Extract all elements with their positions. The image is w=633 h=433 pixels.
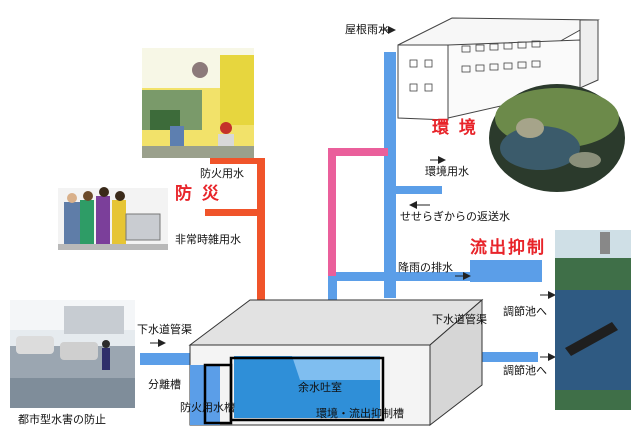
photo-stream — [489, 84, 625, 192]
category-runoff-control: 流出抑制 — [470, 238, 546, 258]
label-env-tank: 環境・流出抑制槽 — [316, 407, 404, 420]
label-to-pond-2: 調節池へ — [503, 364, 547, 377]
label-roof-rainwater: 屋根雨水 — [345, 23, 389, 36]
label-fire-water: 防火用水 — [200, 167, 244, 180]
photo-urban-flood — [10, 300, 135, 408]
photo-emergency-drill — [58, 187, 168, 250]
label-separation-tank: 分離槽 — [148, 378, 181, 391]
environment-pipe — [328, 148, 388, 276]
label-rain-drain: 降雨の排水 — [398, 261, 453, 274]
label-fire-tank: 防火用水槽 — [180, 401, 235, 414]
label-sewer-pipe-left: 下水道管渠 — [137, 323, 192, 336]
category-environment: 環 境 — [432, 118, 478, 138]
label-urban-flood: 都市型水害の防止 — [18, 413, 106, 426]
label-overflow-room: 余水吐室 — [298, 381, 342, 394]
label-sewer-pipe-right: 下水道管渠 — [432, 313, 487, 326]
photo-firefighting — [142, 48, 254, 158]
category-disaster-prevention: 防 災 — [175, 184, 221, 204]
flow-arrows — [150, 26, 556, 361]
building-illustration — [397, 17, 600, 121]
label-environment-water: 環境用水 — [425, 165, 469, 178]
storage-tank — [188, 298, 484, 427]
photo-retention-pond — [555, 230, 631, 410]
label-to-pond-1: 調節池へ — [503, 305, 547, 318]
label-emergency-water: 非常時雑用水 — [175, 233, 241, 246]
label-stream-return: せせらぎからの返送水 — [400, 210, 510, 223]
fire-water-pipe — [205, 158, 265, 344]
